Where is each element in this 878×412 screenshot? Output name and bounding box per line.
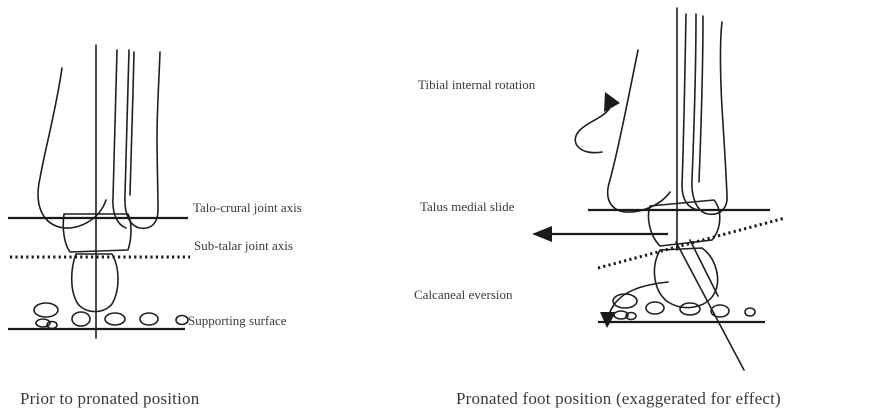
right-fibula-inner-line [699, 16, 703, 182]
label-talus-medial-slide: Talus medial slide [420, 199, 515, 214]
left-tibia-medial-outline [113, 50, 126, 228]
left-talus [63, 214, 131, 252]
talus-slide-arrowhead-icon [532, 226, 552, 242]
tibial-rotation-curve [575, 104, 612, 153]
caption-prior-position: Prior to pronated position [20, 389, 200, 408]
label-calcaneal-eversion: Calcaneal eversion [414, 287, 513, 302]
label-talo-crural-axis: Talo-crural joint axis [193, 200, 302, 215]
label-supporting-surface: Supporting surface [188, 313, 287, 328]
left-fibula-inner-line [130, 52, 134, 195]
left-fibula-outline [125, 50, 160, 228]
calcaneal-eversion-curve [608, 282, 668, 320]
left-support-circles [34, 303, 188, 329]
left-foot-panel: Talo-crural joint axis Sub-talar joint a… [8, 45, 302, 408]
right-foot-panel: Tibial internal rotation Talus medial sl… [414, 8, 785, 408]
right-tibia-outline [608, 50, 670, 212]
caption-pronated-position: Pronated foot position (exaggerated for … [456, 389, 781, 408]
label-sub-talar-axis: Sub-talar joint axis [194, 238, 293, 253]
right-fibula-outline [692, 14, 727, 214]
right-tilted-axis [676, 242, 744, 370]
right-tilted-axis-2 [690, 240, 718, 296]
left-calcaneus [72, 254, 118, 312]
tibial-rotation-arrowhead-icon [604, 92, 620, 112]
label-tibial-internal-rotation: Tibial internal rotation [418, 77, 536, 92]
